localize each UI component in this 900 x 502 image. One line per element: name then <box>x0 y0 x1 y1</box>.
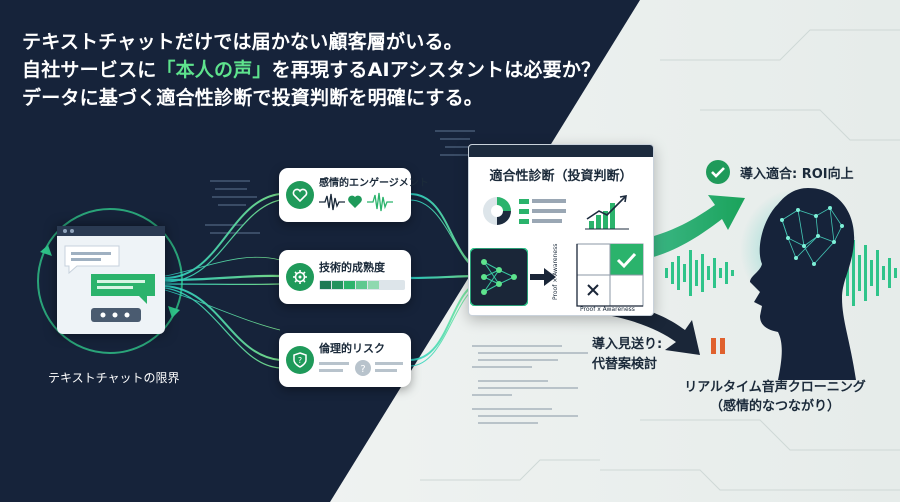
arrow-right-icon <box>530 268 556 286</box>
risk-lines-icon: ? <box>319 360 403 376</box>
headline-line-2: 自社サービスに「本人の声」を再現するAIアシスタントは必要か？ <box>22 56 600 84</box>
headline-line-2-pre: 自社サービスに <box>22 59 157 81</box>
fit-matrix <box>576 243 644 307</box>
heart-icon <box>286 181 314 209</box>
ethical-risk-card: ? 倫理的リスク ? <box>279 333 411 387</box>
defer-label-line-1: 導入見送り: <box>592 337 663 352</box>
pause-icon <box>711 338 725 354</box>
matrix-x-label: Proof x Awareness <box>580 306 635 313</box>
headline-line-2-post: を再現するAIアシスタントは必要か？ <box>271 59 601 81</box>
waveform-icon <box>319 192 393 212</box>
chat-limit-label: テキストチャットの限界 <box>48 371 180 385</box>
chat-window <box>57 226 165 334</box>
defer-label-line-2: 代替案検討 <box>592 357 658 372</box>
checkmark-icon <box>706 160 730 184</box>
emotional-engagement-card: 感情的エンゲージメント <box>279 168 429 222</box>
maturity-progress-bar <box>319 280 405 290</box>
svg-text:?: ? <box>360 364 365 375</box>
voice-cloning-label-line-2: （感情的なつながり） <box>709 399 840 414</box>
headline: テキストチャットだけでは届かない顧客層がいる。 自社サービスに「本人の声」を再現… <box>22 28 600 112</box>
shield-icon: ? <box>286 346 314 374</box>
voice-cloning-label-line-1: リアルタイム音声クローニング <box>684 380 866 395</box>
analytics-charts-icon <box>483 195 629 230</box>
panel-header-bar <box>469 145 653 157</box>
neural-network-icon <box>470 248 528 306</box>
head-silhouette-icon <box>740 188 858 380</box>
gear-icon <box>286 263 314 291</box>
emotional-engagement-title: 感情的エンゲージメント <box>319 178 429 189</box>
headline-line-3: データに基づく適合性診断で投資判断を明確にする。 <box>22 87 483 109</box>
svg-text:?: ? <box>298 356 302 365</box>
headline-line-1: テキストチャットだけでは届かない顧客層がいる。 <box>22 31 463 53</box>
technical-maturity-title: 技術的成熟度 <box>319 261 385 274</box>
fit-diagnosis-title: 適合性診断（投資判断） <box>489 169 633 184</box>
matrix-y-label: Proof × Awareness <box>552 243 559 300</box>
ethical-risk-title: 倫理的リスク <box>319 342 385 355</box>
technical-maturity-card: 技術的成熟度 <box>279 250 411 304</box>
headline-highlight: 「本人の声」 <box>156 59 272 81</box>
adopt-label: 導入適合: ROI向上 <box>740 167 854 182</box>
chat-bubble-icon <box>57 226 165 322</box>
